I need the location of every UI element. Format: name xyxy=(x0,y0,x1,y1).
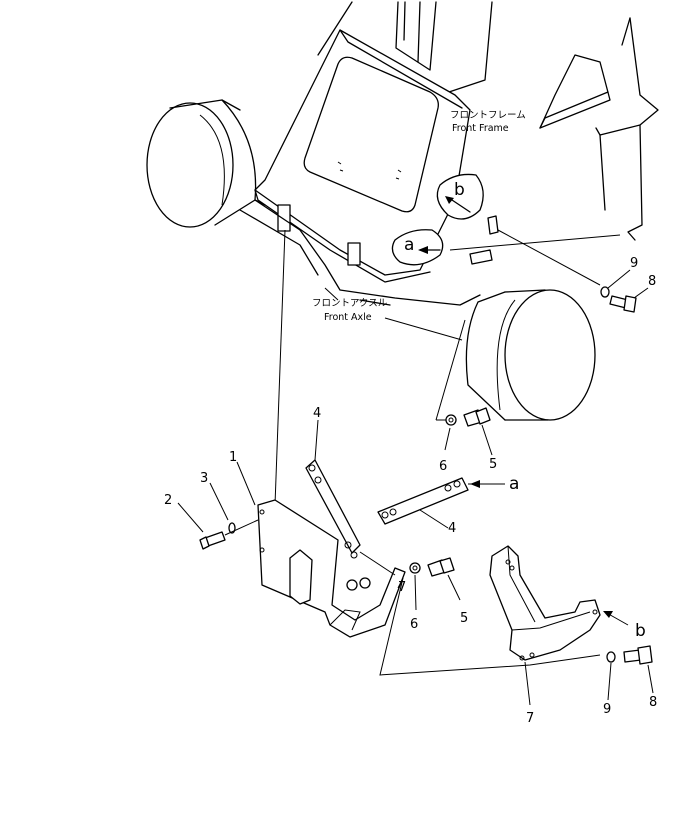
leader-line-part1 xyxy=(274,229,286,506)
part-number-4-upper: 4 xyxy=(313,406,321,421)
front-axle-label-jp: フロントアクスル xyxy=(312,298,388,309)
part-number-6-lower: 6 xyxy=(410,617,418,632)
part-2-bolt xyxy=(199,531,226,550)
part-number-6-upper: 6 xyxy=(439,459,447,474)
leader-line-part7 xyxy=(379,577,601,676)
ref-marker-a-side: a xyxy=(509,474,519,494)
part-5-bolt-lower xyxy=(427,557,455,577)
part-number-8-lower: 8 xyxy=(649,695,657,710)
part-8-bolt-lower xyxy=(623,645,653,665)
part-number-3: 3 xyxy=(200,471,208,486)
part-number-4-lower: 4 xyxy=(448,521,456,536)
part-6-washer-lower xyxy=(409,562,421,574)
front-frame xyxy=(254,1,659,283)
part-7-bracket xyxy=(489,545,629,661)
svg-text:b: b xyxy=(454,180,465,200)
part-number-2: 2 xyxy=(164,493,172,508)
part-number-8-upper: 8 xyxy=(648,274,656,289)
part-8-bolt-upper xyxy=(609,295,637,313)
part-4-link-horizontal xyxy=(377,477,505,525)
part-number-7-lower: 7 xyxy=(526,711,534,726)
callout-leaders xyxy=(177,269,654,706)
part-3-washer xyxy=(228,522,236,534)
front-axle-label-en: Front Axle xyxy=(324,312,372,323)
ref-marker-a-top: a xyxy=(391,229,444,266)
part-number-5-lower: 5 xyxy=(460,611,468,626)
ref-marker-b-top: b xyxy=(436,173,484,220)
part-number-7-upper: 7 xyxy=(398,580,406,595)
part-9-washer-lower xyxy=(606,651,616,663)
part-number-9-lower: 9 xyxy=(603,702,611,717)
front-axle xyxy=(146,99,596,421)
part-5-bolt-upper xyxy=(463,407,491,427)
part-number-1: 1 xyxy=(229,450,237,465)
part-number-9-upper: 9 xyxy=(630,256,638,271)
bolt-cluster xyxy=(346,551,396,591)
part-4-link-vertical xyxy=(305,459,361,559)
front-frame-label-jp: フロントフレーム xyxy=(450,110,526,121)
part-6-washer-upper xyxy=(445,414,457,426)
front-frame-label-en: Front Frame xyxy=(452,123,509,134)
part-9-washer-upper xyxy=(600,286,610,298)
svg-text:a: a xyxy=(404,235,414,255)
part-number-5-upper: 5 xyxy=(489,457,497,472)
ref-marker-b-side: b xyxy=(635,621,646,641)
part-1-guard-plate xyxy=(257,499,406,638)
